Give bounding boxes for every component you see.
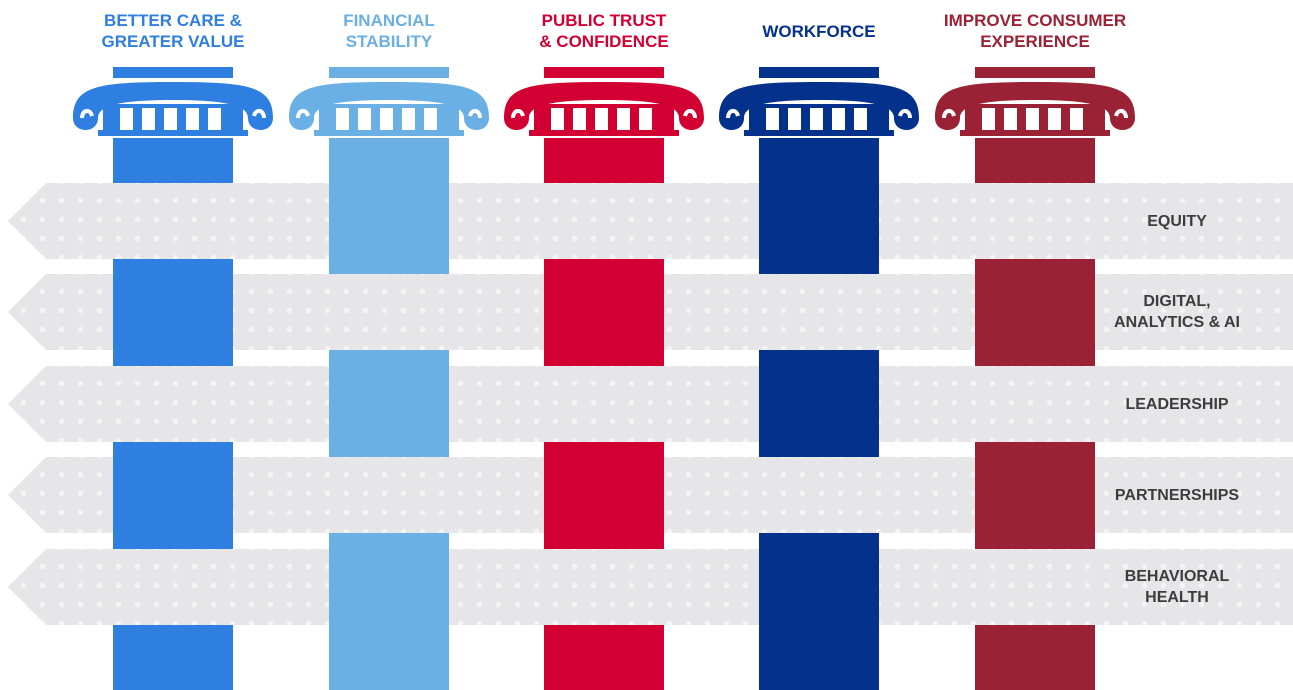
pillar-shaft bbox=[329, 138, 449, 690]
column-capital-icon bbox=[499, 78, 709, 138]
pillar-top-bar bbox=[759, 67, 879, 78]
column-capital-icon bbox=[284, 78, 494, 138]
pillar-top-bar bbox=[975, 67, 1095, 78]
pillar-top-bar bbox=[113, 67, 233, 78]
band-overlap bbox=[544, 183, 664, 259]
pillar: WORKFORCE bbox=[714, 0, 924, 690]
band-label: PARTNERSHIPS bbox=[1114, 486, 1240, 504]
band-label: BEHAVIORAL HEALTH bbox=[1124, 568, 1230, 606]
band-overlap bbox=[329, 457, 449, 533]
band-label: LEADERSHIP bbox=[1125, 395, 1229, 413]
pillar-top-bar bbox=[544, 67, 664, 78]
pillar-title: PUBLIC TRUST & CONFIDENCE bbox=[539, 11, 669, 51]
band-overlap bbox=[759, 457, 879, 533]
column-capital-icon bbox=[714, 78, 924, 138]
band-overlap bbox=[113, 183, 233, 259]
band-overlap bbox=[113, 366, 233, 442]
band-overlap bbox=[329, 274, 449, 350]
pillar-title: IMPROVE CONSUMER EXPERIENCE bbox=[943, 11, 1127, 51]
band-label: DIGITAL, ANALYTICS & AI bbox=[1114, 293, 1240, 331]
band-overlap bbox=[975, 549, 1095, 625]
band-overlap bbox=[113, 549, 233, 625]
band-overlap bbox=[975, 366, 1095, 442]
band-overlap bbox=[759, 274, 879, 350]
pillar: FINANCIAL STABILITY bbox=[284, 0, 494, 690]
pillar-title: WORKFORCE bbox=[762, 22, 876, 41]
band-overlap bbox=[975, 183, 1095, 259]
band-overlap bbox=[544, 366, 664, 442]
band-label: EQUITY bbox=[1147, 212, 1207, 230]
pillar-title: BETTER CARE & GREATER VALUE bbox=[101, 11, 245, 51]
pillar-shaft bbox=[759, 138, 879, 690]
column-capital-icon bbox=[68, 78, 278, 138]
column-capital-icon bbox=[930, 78, 1140, 138]
pillar-title: FINANCIAL STABILITY bbox=[343, 11, 435, 51]
pillar-top-bar bbox=[329, 67, 449, 78]
band-overlap bbox=[544, 549, 664, 625]
